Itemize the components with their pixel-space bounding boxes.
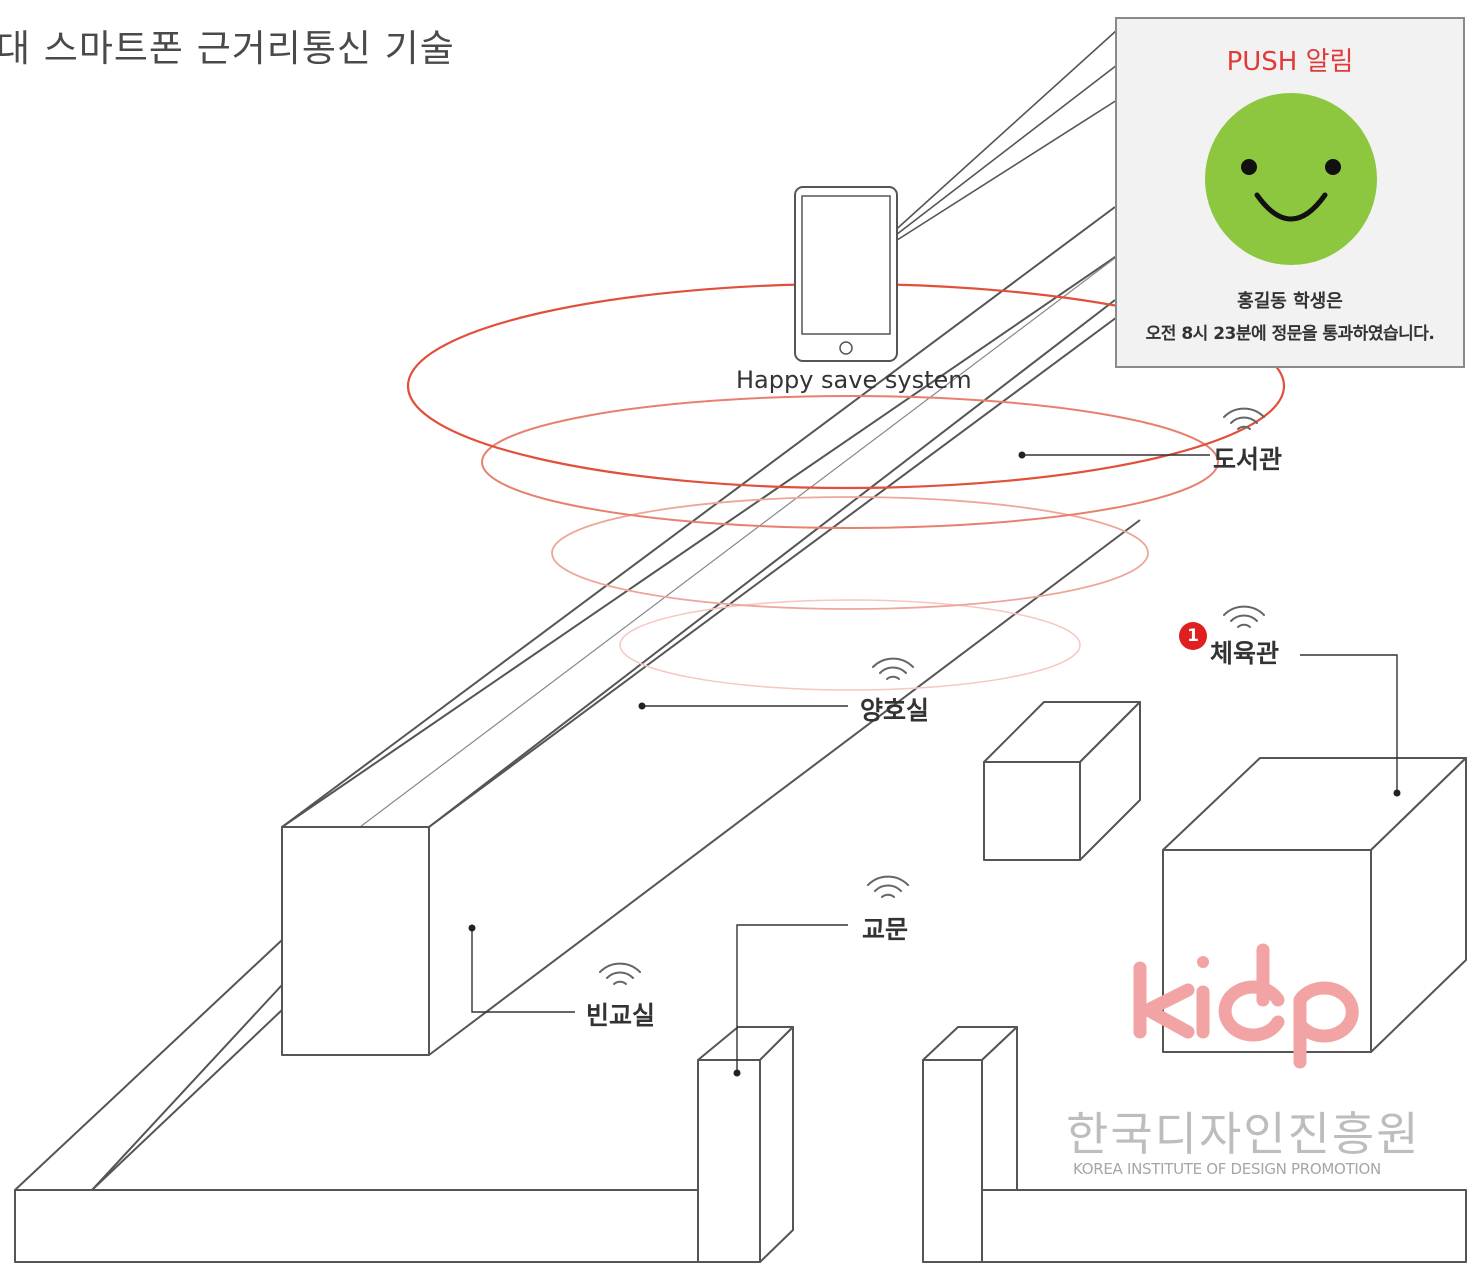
wifi-icon: [599, 962, 641, 985]
push-message-line2: 오전 8시 23분에 정문을 통과하였습니다.: [1145, 324, 1435, 344]
leader-dots: [468, 451, 1401, 1077]
watermark-korean-name: 한국디자인진흥원: [1066, 1107, 1421, 1161]
kidp-logo: [1133, 943, 1359, 1069]
device-label: Happy save system: [736, 366, 972, 394]
wifi-icon: [1223, 605, 1265, 628]
wifi-icon: [1223, 407, 1265, 430]
label-nurse-room: 양호실: [860, 696, 930, 725]
gate-pillar-left: [697, 1026, 794, 1263]
corridor-building: [281, 206, 1141, 1056]
push-notification-card: PUSH 알림 홍길동 학생은 오전 8시 23분에 정문을 통과하였습니다.: [1115, 17, 1465, 368]
push-callout-lines: [889, 29, 1118, 243]
gym-building: [1162, 757, 1467, 1053]
leader-lines: [471, 454, 1398, 1073]
push-message-line1: 홍길동 학생은: [1237, 291, 1343, 312]
watermark-english-name: KOREA INSTITUTE OF DESIGN PROMOTION: [1073, 1160, 1381, 1178]
wifi-icon: [867, 875, 909, 898]
smartphone-icon: [794, 186, 898, 362]
wifi-icon: [872, 657, 914, 680]
small-building: [983, 701, 1141, 861]
label-gym: 체육관: [1210, 639, 1280, 668]
label-school-gate: 교문: [862, 915, 909, 944]
push-title: PUSH 알림: [1226, 47, 1354, 77]
signal-rings: [406, 282, 1286, 691]
label-empty-classroom: 빈교실: [586, 1001, 656, 1030]
front-building: [14, 939, 699, 1263]
gym-badge: 1: [1179, 622, 1207, 650]
smiley-face-icon: [1205, 93, 1377, 265]
page-title: 대 스마트폰 근거리통신 기술: [0, 27, 455, 70]
gate-pillar-right: [922, 1026, 1467, 1263]
label-library: 도서관: [1213, 445, 1283, 474]
